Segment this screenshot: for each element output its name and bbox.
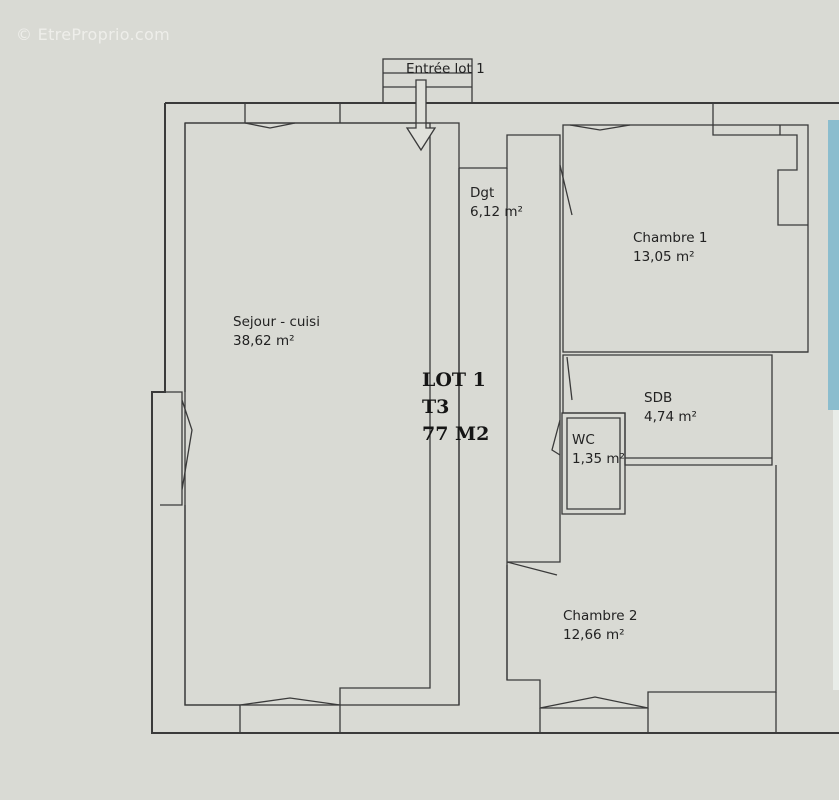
room-name: WC (572, 432, 595, 448)
room-area: 12,66 m² (563, 627, 625, 643)
room-area: 13,05 m² (633, 249, 695, 265)
room-name: Chambre 1 (633, 230, 708, 246)
room-name: SDB (644, 390, 673, 406)
entrance-steps (382, 58, 473, 104)
room-label-sejour: Sejour - cuisi 38,62 m² (233, 313, 320, 351)
room-name: Dgt (470, 185, 495, 201)
room-wc (561, 412, 626, 515)
room-area: 6,12 m² (470, 204, 523, 220)
lot-surface: 77 M2 (422, 423, 490, 445)
blue-edge (828, 120, 839, 410)
entrance-label: Entrée lot 1 (406, 61, 485, 77)
lot-number: LOT 1 (422, 369, 486, 391)
lot-stamp: LOT 1 T3 77 M2 (422, 367, 489, 448)
room-dgt (458, 134, 561, 705)
room-label-dgt: Dgt 6,12 m² (470, 184, 523, 222)
room-chambre-2 (506, 465, 777, 709)
room-area: 1,35 m² (572, 451, 625, 467)
room-label-chambre-1: Chambre 1 13,05 m² (633, 229, 707, 267)
room-area: 4,74 m² (644, 409, 697, 425)
room-label-sdb: SDB 4,74 m² (644, 389, 697, 427)
outer-wall (151, 102, 839, 734)
outer-wall-inner (184, 122, 431, 706)
room-name: Sejour - cuisi (233, 314, 320, 330)
room-label-chambre-2: Chambre 2 12,66 m² (563, 607, 637, 645)
lot-type: T3 (422, 396, 450, 418)
watermark: © EtreProprio.com (16, 25, 170, 44)
room-sejour (184, 122, 460, 706)
room-name: Chambre 2 (563, 608, 638, 624)
room-chambre-1 (562, 124, 809, 353)
room-label-wc: WC 1,35 m² (572, 431, 625, 469)
entrance-arrow (405, 79, 437, 152)
room-area: 38,62 m² (233, 333, 295, 349)
